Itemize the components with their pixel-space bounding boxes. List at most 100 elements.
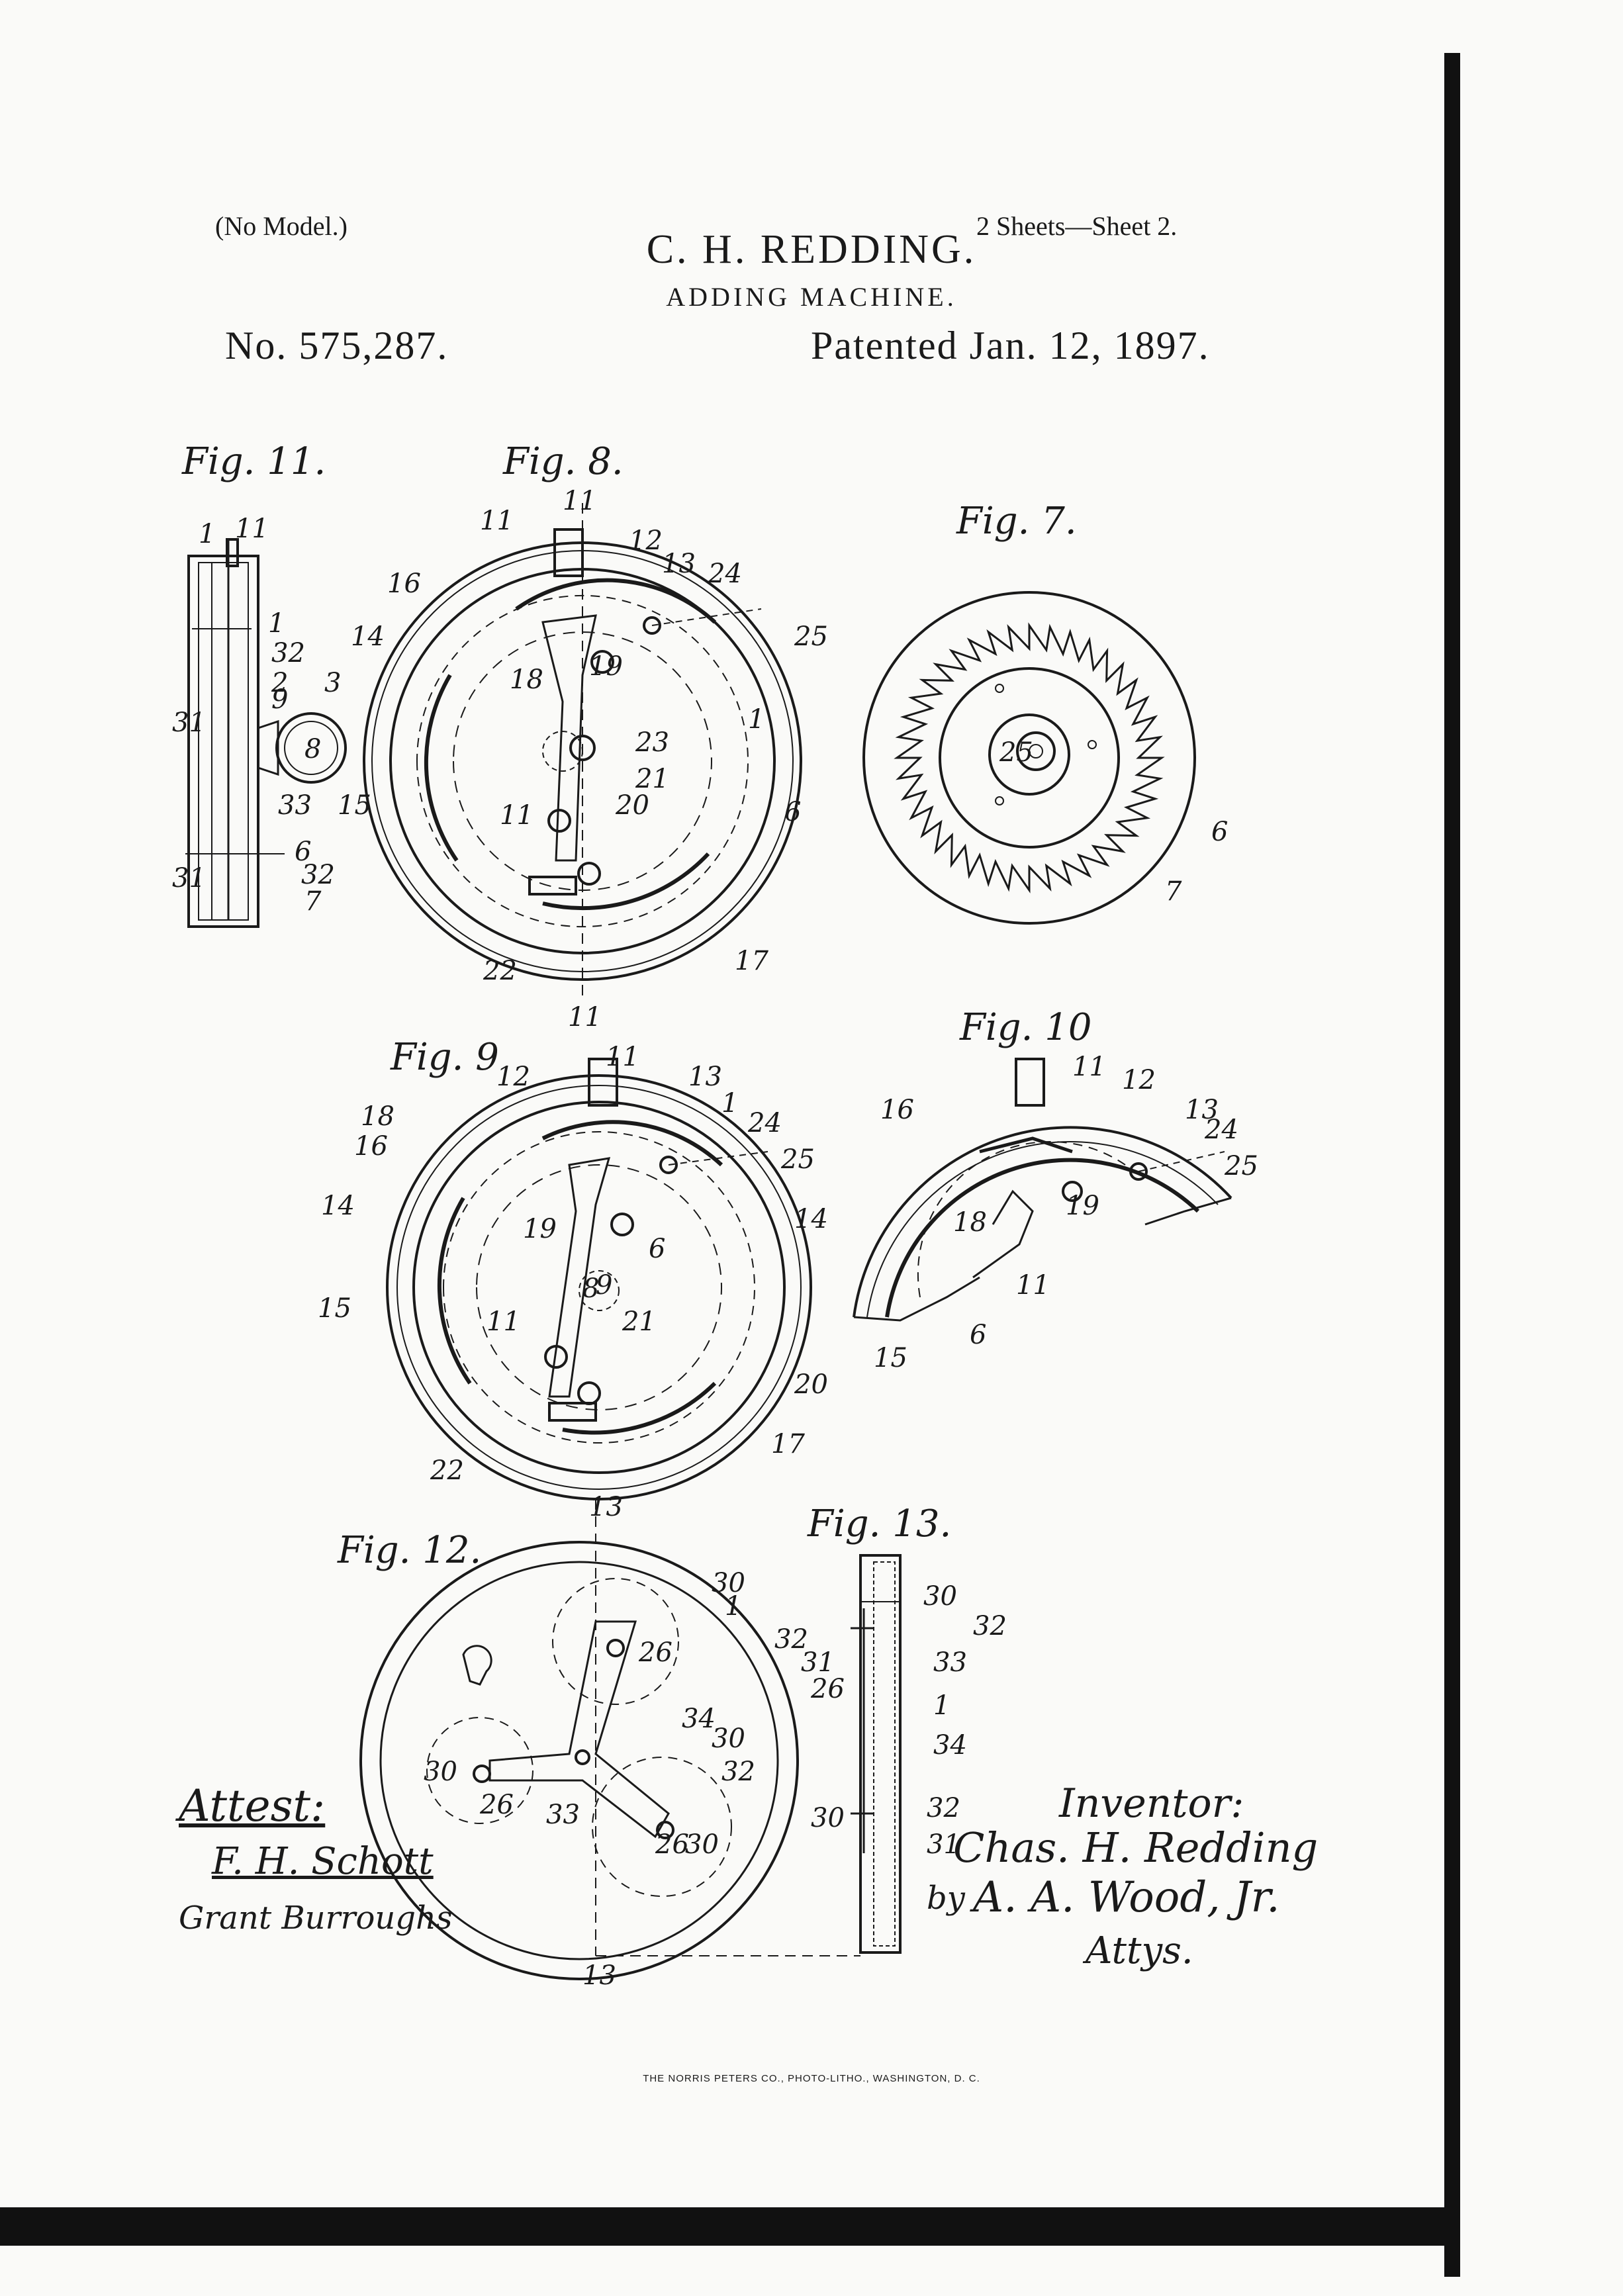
by-label: by: [927, 1880, 965, 1917]
fig8-caption: Fig. 8.: [503, 440, 624, 483]
svg-text:1: 1: [725, 1591, 741, 1622]
svg-text:32: 32: [271, 638, 305, 668]
svg-text:30: 30: [923, 1581, 957, 1612]
svg-text:25: 25: [780, 1144, 815, 1175]
svg-text:32: 32: [927, 1793, 960, 1823]
scan-edge-right: [1444, 53, 1460, 2277]
svg-text:32: 32: [301, 860, 335, 890]
svg-text:33: 33: [278, 790, 312, 821]
svg-text:21: 21: [635, 764, 669, 794]
svg-text:11: 11: [563, 486, 596, 516]
svg-text:21: 21: [622, 1307, 656, 1337]
svg-text:12: 12: [1122, 1065, 1156, 1095]
svg-text:6: 6: [784, 797, 801, 827]
patent-date: Patented Jan. 12, 1897.: [811, 324, 1210, 367]
svg-text:1: 1: [933, 1690, 950, 1721]
svg-text:13: 13: [662, 549, 696, 579]
svg-text:11: 11: [480, 506, 514, 536]
svg-text:30: 30: [712, 1723, 745, 1754]
svg-text:24: 24: [1204, 1115, 1238, 1145]
fig12-caption: Fig. 12.: [338, 1529, 482, 1572]
sheet-count: 2 Sheets—Sheet 2.: [976, 211, 1178, 241]
svg-text:31: 31: [927, 1829, 960, 1860]
svg-text:13: 13: [688, 1062, 722, 1092]
attest-label: Attest:: [179, 1780, 326, 1831]
svg-text:18: 18: [361, 1101, 394, 1132]
fig11-caption: Fig. 11.: [182, 440, 326, 483]
inventor-label: Inventor:: [1059, 1780, 1244, 1827]
svg-text:15: 15: [318, 1293, 351, 1324]
svg-text:14: 14: [351, 621, 385, 652]
svg-text:3: 3: [324, 668, 341, 698]
fig7-drawing: [862, 591, 1196, 925]
inventor-name: C. H. REDDING.: [646, 227, 977, 272]
svg-text:19: 19: [589, 651, 623, 682]
svg-text:30: 30: [811, 1803, 845, 1833]
svg-text:11: 11: [500, 800, 533, 831]
svg-text:8: 8: [304, 734, 321, 764]
svg-text:11: 11: [235, 514, 269, 544]
svg-text:8: 8: [582, 1273, 599, 1304]
fig13-drawing: [851, 1554, 902, 1954]
svg-text:26: 26: [638, 1637, 672, 1668]
svg-text:26: 26: [810, 1674, 845, 1704]
svg-text:25: 25: [794, 621, 828, 652]
svg-text:22: 22: [483, 956, 517, 986]
svg-text:12: 12: [629, 526, 663, 556]
witness-signature-2: Grant Burroughs: [179, 1900, 453, 1937]
svg-text:32: 32: [774, 1624, 808, 1655]
svg-text:32: 32: [721, 1757, 755, 1787]
svg-text:32: 32: [973, 1611, 1007, 1641]
svg-text:9: 9: [271, 684, 288, 715]
svg-text:23: 23: [635, 727, 669, 758]
svg-text:12: 12: [496, 1062, 530, 1092]
svg-text:24: 24: [747, 1108, 782, 1138]
svg-text:17: 17: [735, 946, 768, 976]
fig10-drawing: [853, 1058, 1232, 1322]
fig8-drawing: [363, 503, 802, 999]
svg-text:15: 15: [874, 1343, 907, 1373]
svg-text:16: 16: [880, 1095, 914, 1125]
svg-text:33: 33: [933, 1647, 967, 1678]
svg-text:19: 19: [523, 1214, 557, 1244]
svg-text:11: 11: [568, 1002, 602, 1033]
svg-text:1: 1: [268, 608, 285, 639]
fig10-caption: Fig. 10: [960, 1006, 1092, 1049]
svg-text:31: 31: [172, 863, 206, 894]
inventor-signature: Chas. H. Redding: [953, 1823, 1319, 1872]
witness-signature-1: F. H. Schott: [212, 1840, 434, 1883]
svg-text:22: 22: [430, 1455, 464, 1486]
svg-text:14: 14: [794, 1204, 828, 1234]
svg-text:26: 26: [655, 1829, 689, 1860]
attorney-signature: A. A. Wood, Jr.: [973, 1873, 1280, 1922]
svg-text:2: 2: [271, 668, 288, 698]
svg-text:18: 18: [510, 665, 543, 695]
fig7-caption: Fig. 7.: [956, 500, 1077, 543]
svg-text:30: 30: [712, 1568, 745, 1598]
svg-text:34: 34: [682, 1704, 716, 1734]
scan-edge-bottom: [0, 2207, 1456, 2246]
svg-text:18: 18: [953, 1207, 987, 1238]
svg-text:26: 26: [479, 1790, 514, 1820]
fig13-caption: Fig. 13.: [808, 1502, 952, 1545]
svg-text:1: 1: [748, 704, 765, 735]
model-note: (No Model.): [215, 211, 348, 241]
svg-text:13: 13: [582, 1960, 616, 1991]
fig9-caption: Fig. 9: [391, 1036, 499, 1079]
fig12-drawing: [359, 1499, 860, 1980]
svg-text:9: 9: [596, 1270, 612, 1301]
svg-text:31: 31: [801, 1647, 835, 1678]
svg-text:13: 13: [589, 1492, 623, 1522]
svg-text:1: 1: [721, 1088, 738, 1119]
svg-text:11: 11: [606, 1042, 639, 1072]
svg-text:13: 13: [1185, 1095, 1219, 1125]
svg-text:25: 25: [1224, 1151, 1258, 1181]
attorneys-label: Attys.: [1086, 1929, 1193, 1972]
svg-text:15: 15: [338, 790, 371, 821]
patent-title: ADDING MACHINE.: [666, 282, 957, 312]
fig9-drawing: [386, 1058, 812, 1500]
svg-text:20: 20: [615, 790, 649, 821]
svg-text:6: 6: [295, 837, 311, 867]
